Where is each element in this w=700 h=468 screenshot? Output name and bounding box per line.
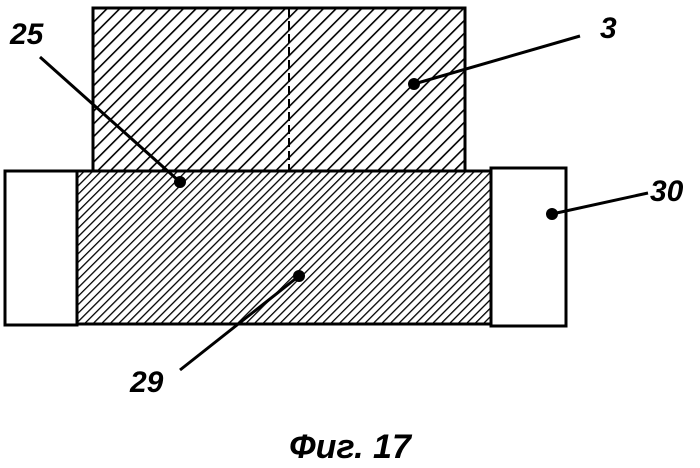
label-30: 30: [650, 175, 684, 208]
label-25: 25: [9, 18, 45, 51]
part-29-lower-block: [77, 171, 491, 324]
part-3-upper-block: [93, 8, 465, 171]
figure-caption: Фиг. 17: [289, 428, 413, 466]
label-29: 29: [129, 366, 164, 399]
label-3: 3: [600, 12, 617, 45]
